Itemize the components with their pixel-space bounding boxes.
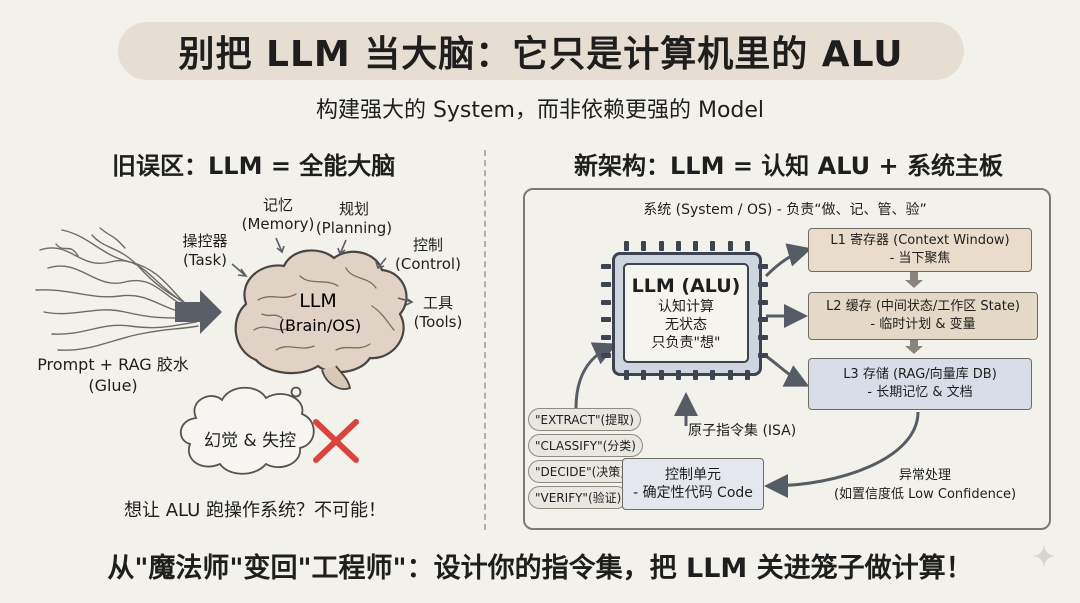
memory-l1-title: L1 寄存器 (Context Window) bbox=[830, 233, 1010, 248]
radiating-arrows-icon bbox=[231, 237, 414, 306]
control-unit-title: 控制单元 bbox=[665, 467, 721, 483]
label-control: 控制 (Control) bbox=[388, 236, 468, 274]
label-control-en: (Control) bbox=[395, 255, 461, 273]
control-unit-box: 控制单元 - 确定性代码 Code bbox=[622, 458, 764, 510]
brain-icon bbox=[234, 249, 408, 390]
brain-label-llm: LLM bbox=[299, 290, 337, 312]
label-control-cn: 控制 bbox=[412, 236, 443, 254]
chip-pins-right-icon bbox=[758, 258, 768, 364]
label-memory: 记忆 (Memory) bbox=[236, 196, 320, 234]
sparkle-icon bbox=[1032, 544, 1056, 568]
instruction-decide: "DECIDE"(决策) bbox=[528, 460, 632, 483]
memory-l3-desc: - 长期记忆 & 文档 bbox=[867, 385, 973, 400]
brain-illustration: LLM (Brain/OS) bbox=[35, 227, 414, 475]
label-planning-cn: 规划 bbox=[338, 200, 369, 218]
tangled-glue-icon bbox=[35, 227, 199, 351]
chip-pins-bottom-icon bbox=[618, 370, 756, 380]
memory-l3-box: L3 存储 (RAG/向量库 DB) - 长期记忆 & 文档 bbox=[808, 358, 1032, 410]
chip-line-1: 认知计算 bbox=[658, 299, 714, 315]
exception-label: 异常处理 (如置信度低 Low Confidence) bbox=[800, 466, 1050, 504]
footer-slogan: 从"魔法师"变回"工程师"：设计你的指令集，把 LLM 关进笼子做计算！ bbox=[107, 553, 973, 584]
close-x-icon bbox=[313, 419, 359, 463]
arrow-lines-icon bbox=[574, 243, 920, 498]
chip-pins-top-icon bbox=[618, 241, 756, 251]
title-banner: 别把 LLM 当大脑：它只是计算机里的 ALU bbox=[118, 22, 964, 80]
memory-l1-box: L1 寄存器 (Context Window) - 当下聚焦 bbox=[808, 228, 1032, 272]
label-task-cn: 操控器 bbox=[182, 232, 228, 250]
chip-title: LLM (ALU) bbox=[631, 275, 741, 297]
instruction-verify: "VERIFY"(验证) bbox=[528, 486, 629, 509]
glue-arrow-icon bbox=[175, 290, 222, 334]
memory-l3-title: L3 存储 (RAG/向量库 DB) bbox=[843, 367, 997, 382]
page-subtitle: 构建强大的 System，而非依赖更强的 Model bbox=[315, 98, 765, 123]
system-board bbox=[523, 188, 1051, 530]
memory-l2-title: L2 缓存 (中间状态/工作区 State) bbox=[826, 299, 1020, 314]
label-glue-title: Prompt + RAG 胶水 bbox=[37, 355, 189, 374]
label-memory-en: (Memory) bbox=[241, 215, 315, 233]
chip-line-2: 无状态 bbox=[665, 317, 707, 333]
left-bottom-note: 想让 ALU 跑操作系统？不可能！ bbox=[123, 500, 387, 521]
exception-desc: (如置信度低 Low Confidence) bbox=[833, 487, 1017, 502]
hallucination-label: 幻觉 & 失控 bbox=[204, 431, 297, 451]
chip-line-3: 只负责"想" bbox=[651, 335, 721, 351]
instruction-classify: "CLASSIFY"(分类) bbox=[528, 434, 643, 457]
label-memory-cn: 记忆 bbox=[262, 196, 293, 214]
label-planning: 规划 (Planning) bbox=[312, 200, 396, 238]
memory-l2-box: L2 缓存 (中间状态/工作区 State) - 临时计划 & 变量 bbox=[808, 292, 1038, 340]
llm-alu-chip: LLM (ALU) 认知计算 无状态 只负责"想" bbox=[612, 252, 762, 376]
instruction-extract: "EXTRACT"(提取) bbox=[528, 408, 641, 431]
flow-arrows bbox=[574, 243, 923, 498]
llm-alu-chip-core: LLM (ALU) 认知计算 无状态 只负责"想" bbox=[623, 263, 749, 363]
isa-label: 原子指令集 (ISA) bbox=[688, 423, 797, 439]
section-divider bbox=[484, 150, 486, 530]
label-tools: 工具 (Tools) bbox=[406, 294, 470, 332]
control-unit-desc: - 确定性代码 Code bbox=[633, 485, 753, 501]
page-title: 别把 LLM 当大脑：它只是计算机里的 ALU bbox=[178, 34, 904, 75]
label-glue: Prompt + RAG 胶水 (Glue) bbox=[28, 354, 198, 396]
chip-pins-left-icon bbox=[601, 258, 611, 364]
memory-l2-desc: - 临时计划 & 变量 bbox=[870, 317, 976, 332]
memory-l1-desc: - 当下聚焦 bbox=[889, 251, 951, 266]
left-section-title: 旧误区：LLM = 全能大脑 bbox=[112, 152, 396, 180]
label-tools-en: (Tools) bbox=[413, 313, 463, 331]
label-task: 操控器 (Task) bbox=[170, 232, 240, 270]
label-tools-cn: 工具 bbox=[422, 294, 453, 312]
right-section-title: 新架构：LLM = 认知 ALU + 系统主板 bbox=[574, 152, 1003, 180]
system-board-title: 系统 (System / OS) - 负责“做、记、管、验” bbox=[643, 202, 927, 218]
thought-bubble-icon bbox=[180, 386, 315, 475]
memory-down-arrows-icon bbox=[905, 272, 923, 354]
label-task-en: (Task) bbox=[182, 251, 228, 269]
exception-title: 异常处理 bbox=[898, 468, 951, 483]
label-planning-en: (Planning) bbox=[315, 219, 393, 237]
brain-label-os: (Brain/OS) bbox=[279, 316, 362, 335]
label-glue-sub: (Glue) bbox=[88, 376, 138, 395]
